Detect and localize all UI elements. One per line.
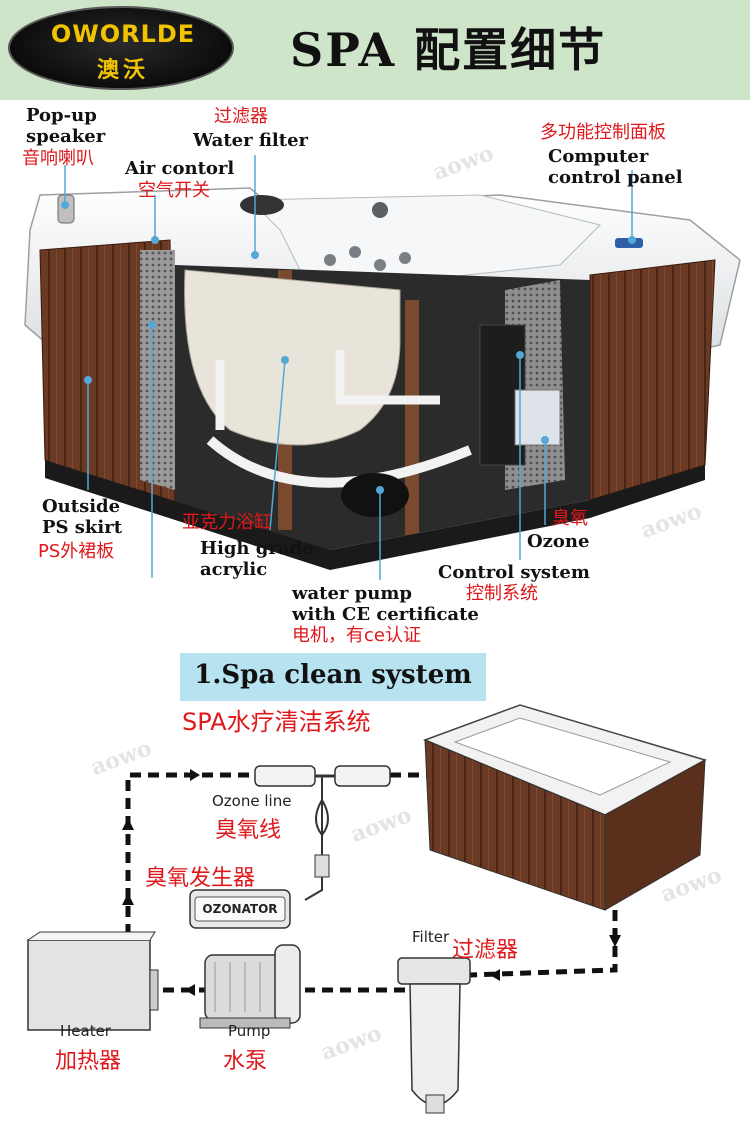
callout-lines — [61, 155, 636, 580]
heater-label: Heater — [60, 1022, 111, 1040]
filter-cap — [240, 195, 284, 215]
spa-tub — [422, 704, 707, 911]
ozone-line-cn: 臭氧线 — [215, 818, 282, 843]
section-banner — [180, 653, 486, 701]
clean-system-diagram — [27, 704, 707, 1114]
ozone-line-tube — [254, 765, 316, 787]
callout-air-en: Air contorl — [125, 158, 235, 179]
callout-filter-cn: 过滤器 — [214, 106, 268, 127]
base-frame — [45, 460, 705, 570]
filter-label: Filter — [412, 928, 450, 946]
check-valve — [314, 854, 330, 878]
pump — [199, 944, 301, 1029]
ozonator — [189, 889, 291, 929]
ozone-line-label: Ozone line — [212, 792, 292, 810]
spa-basin — [248, 194, 601, 281]
frame-post — [405, 300, 419, 545]
callout-control-cn: 控制系统 — [466, 583, 538, 604]
callout-ozone-cn: 臭氧 — [552, 508, 588, 529]
insulation-mesh — [140, 250, 175, 490]
pipe — [206, 436, 472, 488]
callout-acrylic-cn: 亚克力浴缸 — [182, 512, 272, 533]
control-panel — [615, 238, 643, 248]
callout-speaker-en: Pop-up speaker — [26, 105, 106, 147]
ozonator-cn: 臭氧发生器 — [145, 866, 256, 891]
callout-control-en: Control system — [438, 562, 590, 583]
pump-label: Pump — [228, 1022, 271, 1040]
callout-pump-en: water pump with CE certificate — [292, 583, 479, 625]
section-title: 1.Spa clean system — [194, 660, 472, 690]
heater-cn: 加热器 — [55, 1049, 122, 1074]
pump-cn: 水泵 — [223, 1049, 268, 1074]
spa-cutaway-illustration — [24, 187, 741, 570]
callout-skirt-cn: PS外裙板 — [38, 541, 115, 562]
heater — [27, 931, 159, 1031]
ozonator-label: OZONATOR — [202, 902, 278, 916]
callout-panel-en: Computer control panel — [548, 146, 683, 188]
filter-cn: 过滤器 — [452, 938, 519, 963]
water-pump — [341, 473, 409, 517]
page-title: SPA 配置细节 — [290, 23, 607, 77]
callout-acrylic-en: High grade acrylic — [200, 538, 314, 580]
callout-speaker-cn: 音响喇叭 — [22, 148, 94, 169]
filter-canister — [397, 957, 471, 1114]
callout-pump-cn: 电机，有ce认证 — [292, 625, 421, 646]
callout-air-cn: 空气开关 — [138, 180, 210, 201]
logo-cn-text: 澳沃 — [96, 58, 149, 83]
callout-ozone-en: Ozone — [527, 531, 590, 552]
pop-up-speaker — [57, 194, 75, 224]
pipe — [335, 350, 440, 405]
brand-logo: OWORLDE 澳沃 — [8, 6, 234, 90]
logo-text: OWORLDE — [50, 20, 196, 48]
control-pack — [514, 389, 561, 446]
callout-panel-cn: 多功能控制面板 — [540, 122, 666, 143]
section-subtitle: SPA水疗清洁系统 — [182, 708, 371, 736]
callout-skirt-en: Outside PS skirt — [42, 496, 123, 538]
ozone-line-tube — [334, 765, 391, 787]
callout-filter-en: Water filter — [193, 130, 309, 151]
